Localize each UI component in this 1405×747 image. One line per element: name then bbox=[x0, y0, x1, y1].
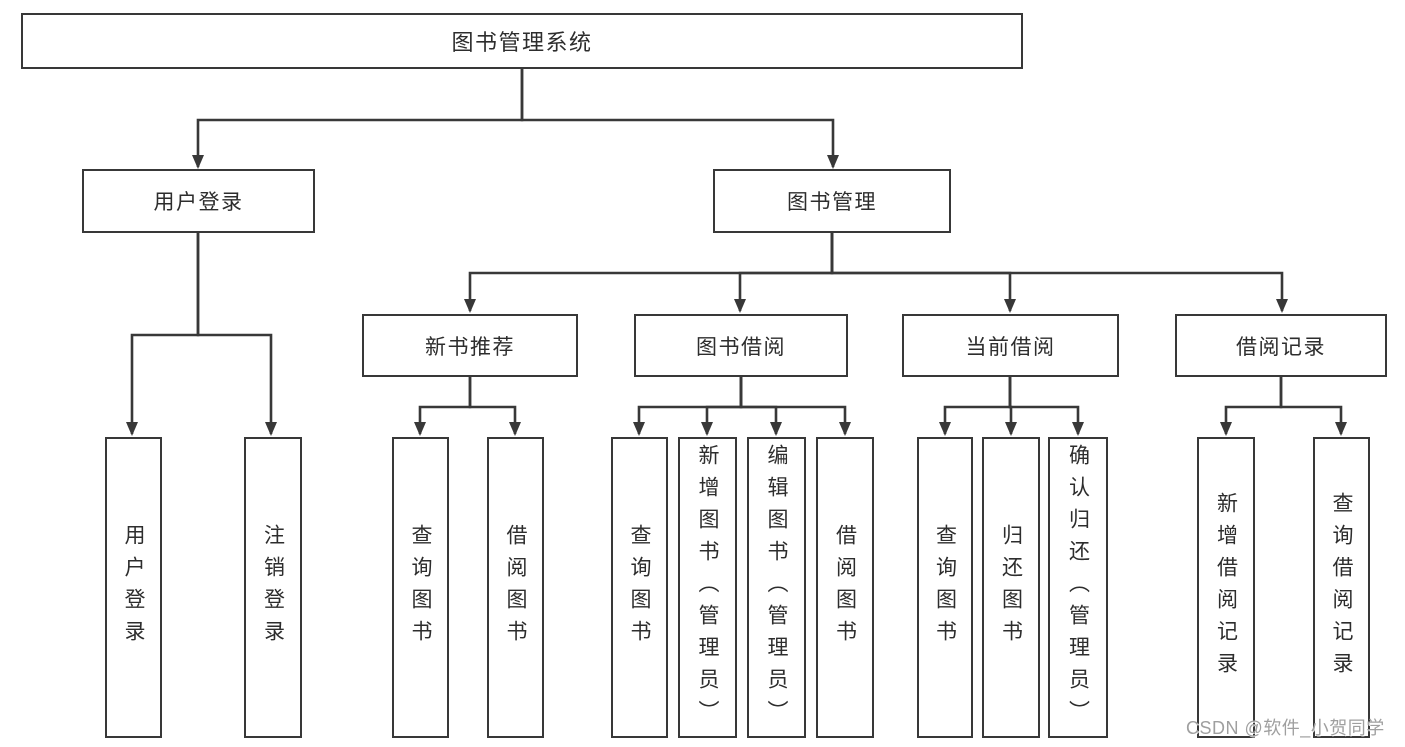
node-book-management: 图书管理 bbox=[713, 169, 951, 233]
node-root-library-management-system: 图书管理系统 bbox=[21, 13, 1023, 69]
leaf-records-add-borrow-record-label: 新增借阅记录 bbox=[1214, 491, 1238, 684]
leaf-borrowing-borrow-books-label: 借阅图书 bbox=[833, 523, 857, 652]
node-current-borrowing-label: 当前借阅 bbox=[965, 335, 1056, 359]
node-user-login-label: 用户登录 bbox=[153, 191, 244, 214]
connector-sec1-leaf1 bbox=[633, 377, 743, 436]
connector-root-user-login bbox=[192, 69, 524, 169]
leaf-records-add-borrow-record: 新增借阅记录 bbox=[1197, 437, 1255, 738]
leaf-user-login-label: 用户登录 bbox=[122, 523, 146, 652]
node-book-borrowing-label: 图书借阅 bbox=[696, 335, 786, 359]
node-book-borrowing: 图书借阅 bbox=[634, 314, 848, 377]
leaf-current-return-books: 归还图书 bbox=[982, 437, 1040, 738]
connector-login-leaf2 bbox=[196, 233, 277, 436]
node-borrowing-records: 借阅记录 bbox=[1175, 314, 1387, 377]
connector-mgmt-sec0 bbox=[464, 233, 834, 313]
connector-sec3-leaf2 bbox=[1279, 377, 1347, 436]
csdn-watermark: CSDN @软件_小贺同学 bbox=[1186, 718, 1385, 738]
leaf-current-return-books-label: 归还图书 bbox=[999, 523, 1023, 652]
connector-sec3-leaf1 bbox=[1220, 377, 1283, 436]
connector-root-book-mgmt bbox=[520, 69, 839, 169]
leaf-borrowing-edit-books-admin-label: 编辑图书（管理员） bbox=[765, 443, 789, 732]
leaf-borrowing-query-books-label: 查询图书 bbox=[628, 523, 652, 652]
leaf-recommend-borrow-books-label: 借阅图书 bbox=[504, 523, 528, 652]
node-borrowing-records-label: 借阅记录 bbox=[1236, 335, 1326, 359]
leaf-records-query-borrow-record-label: 查询借阅记录 bbox=[1330, 491, 1354, 684]
leaf-borrowing-query-books: 查询图书 bbox=[611, 437, 668, 738]
node-new-book-recommendation: 新书推荐 bbox=[362, 314, 578, 377]
leaf-recommend-query-books-label: 查询图书 bbox=[409, 523, 433, 652]
leaf-user-login: 用户登录 bbox=[105, 437, 162, 738]
node-root-label: 图书管理系统 bbox=[451, 30, 593, 55]
leaf-borrowing-borrow-books: 借阅图书 bbox=[816, 437, 874, 738]
leaf-borrowing-add-books-admin-label: 新增图书（管理员） bbox=[696, 443, 720, 732]
connector-mgmt-sec2 bbox=[830, 233, 1016, 313]
node-user-login: 用户登录 bbox=[82, 169, 315, 233]
leaf-recommend-borrow-books: 借阅图书 bbox=[487, 437, 544, 738]
connector-sec1-leaf3 bbox=[739, 377, 782, 436]
leaf-logout: 注销登录 bbox=[244, 437, 302, 738]
connector-sec2-leaf1 bbox=[939, 377, 1012, 436]
node-book-management-label: 图书管理 bbox=[787, 191, 877, 214]
connector-sec2-leaf3 bbox=[1008, 377, 1084, 436]
node-new-book-recommendation-label: 新书推荐 bbox=[425, 335, 515, 359]
connector-mgmt-sec1 bbox=[734, 233, 834, 313]
leaf-current-confirm-return-admin: 确认归还（管理员） bbox=[1048, 437, 1108, 738]
leaf-logout-label: 注销登录 bbox=[261, 523, 285, 652]
connector-login-leaf1 bbox=[126, 233, 200, 436]
connector-sec1-leaf4 bbox=[739, 377, 851, 436]
connector-mgmt-sec3 bbox=[830, 233, 1288, 313]
leaf-records-query-borrow-record: 查询借阅记录 bbox=[1313, 437, 1370, 738]
leaf-current-confirm-return-admin-label: 确认归还（管理员） bbox=[1066, 443, 1090, 732]
connector-sec1-leaf2 bbox=[701, 377, 743, 436]
leaf-current-query-books: 查询图书 bbox=[917, 437, 973, 738]
leaf-borrowing-edit-books-admin: 编辑图书（管理员） bbox=[747, 437, 806, 738]
leaf-borrowing-add-books-admin: 新增图书（管理员） bbox=[678, 437, 737, 738]
node-current-borrowing: 当前借阅 bbox=[902, 314, 1119, 377]
connector-sec0-leaf1 bbox=[414, 377, 472, 436]
leaf-recommend-query-books: 查询图书 bbox=[392, 437, 449, 738]
connector-sec2-leaf2 bbox=[1005, 377, 1017, 436]
leaf-current-query-books-label: 查询图书 bbox=[933, 523, 957, 652]
connector-sec0-leaf2 bbox=[468, 377, 521, 436]
